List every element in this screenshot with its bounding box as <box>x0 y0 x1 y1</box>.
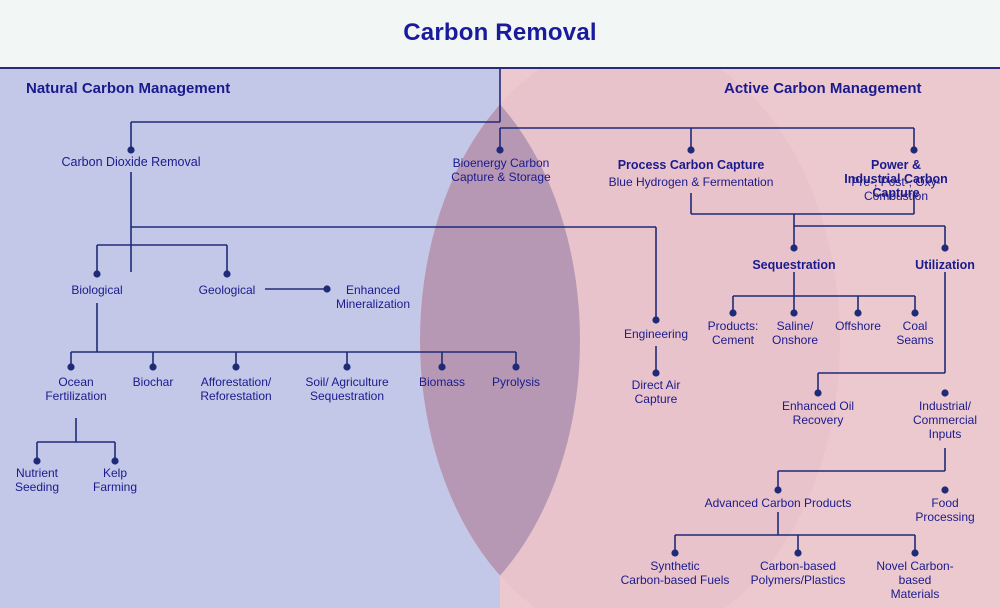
node-biomass[interactable]: Biomass <box>418 375 466 389</box>
header-bar: Carbon Removal <box>0 0 1000 69</box>
node-bioenergy-ccs[interactable]: Bioenergy Carbon Capture & Storage <box>451 156 551 184</box>
node-food-processing[interactable]: Food Processing <box>915 496 975 524</box>
node-coal-seams[interactable]: Coal Seams <box>896 319 934 347</box>
node-carbon-based-polymers[interactable]: Carbon-based Polymers/Plastics <box>750 559 846 587</box>
node-carbon-dioxide-removal[interactable]: Carbon Dioxide Removal <box>61 155 201 169</box>
node-process-carbon-capture-subtitle: Blue Hydrogen & Fermentation <box>608 175 774 189</box>
section-label-active: Active Carbon Management <box>724 80 922 97</box>
venn-overlap <box>420 69 580 608</box>
node-offshore[interactable]: Offshore <box>835 319 881 333</box>
node-nutrient-seeding[interactable]: Nutrient Seeding <box>14 466 60 494</box>
node-saline-onshore[interactable]: Saline/ Onshore <box>771 319 819 347</box>
node-engineering[interactable]: Engineering <box>623 327 689 341</box>
node-kelp-farming[interactable]: Kelp Farming <box>92 466 138 494</box>
node-products-cement[interactable]: Products: Cement <box>707 319 759 347</box>
node-soil-agriculture-sequestration[interactable]: Soil/ Agriculture Sequestration <box>305 375 389 403</box>
page-title: Carbon Removal <box>403 19 597 46</box>
node-advanced-carbon-products[interactable]: Advanced Carbon Products <box>704 496 852 510</box>
node-sequestration[interactable]: Sequestration <box>752 258 836 272</box>
node-ocean-fertilization[interactable]: Ocean Fertilization <box>45 375 107 403</box>
node-enhanced-oil-recovery[interactable]: Enhanced Oil Recovery <box>781 399 855 427</box>
node-novel-carbon-based-materials[interactable]: Novel Carbon-based Materials <box>876 559 954 601</box>
node-synthetic-carbon-based-fuels[interactable]: Synthetic Carbon-based Fuels <box>620 559 730 587</box>
node-process-carbon-capture[interactable]: Process Carbon Capture <box>617 158 765 172</box>
section-label-natural: Natural Carbon Management <box>26 80 231 97</box>
node-biochar[interactable]: Biochar <box>132 375 174 389</box>
node-utilization[interactable]: Utilization <box>915 258 975 272</box>
node-geological[interactable]: Geological <box>198 283 256 297</box>
node-pyrolysis[interactable]: Pyrolysis <box>491 375 541 389</box>
node-power-industrial-carbon-capture[interactable]: Power & Industrial Carbon Capture <box>844 158 948 200</box>
node-biological[interactable]: Biological <box>71 283 123 297</box>
node-enhanced-mineralization[interactable]: Enhanced Mineralization <box>335 283 411 311</box>
node-direct-air-capture[interactable]: Direct Air Capture <box>631 378 681 406</box>
node-industrial-commercial-inputs[interactable]: Industrial/ Commercial Inputs <box>912 399 978 441</box>
node-power-industrial-subtitle: Pre-, Post-, Oxy-Combustion <box>851 175 941 203</box>
node-afforestation-reforestation[interactable]: Afforestation/ Reforestation <box>200 375 272 403</box>
header-divider <box>0 67 1000 69</box>
